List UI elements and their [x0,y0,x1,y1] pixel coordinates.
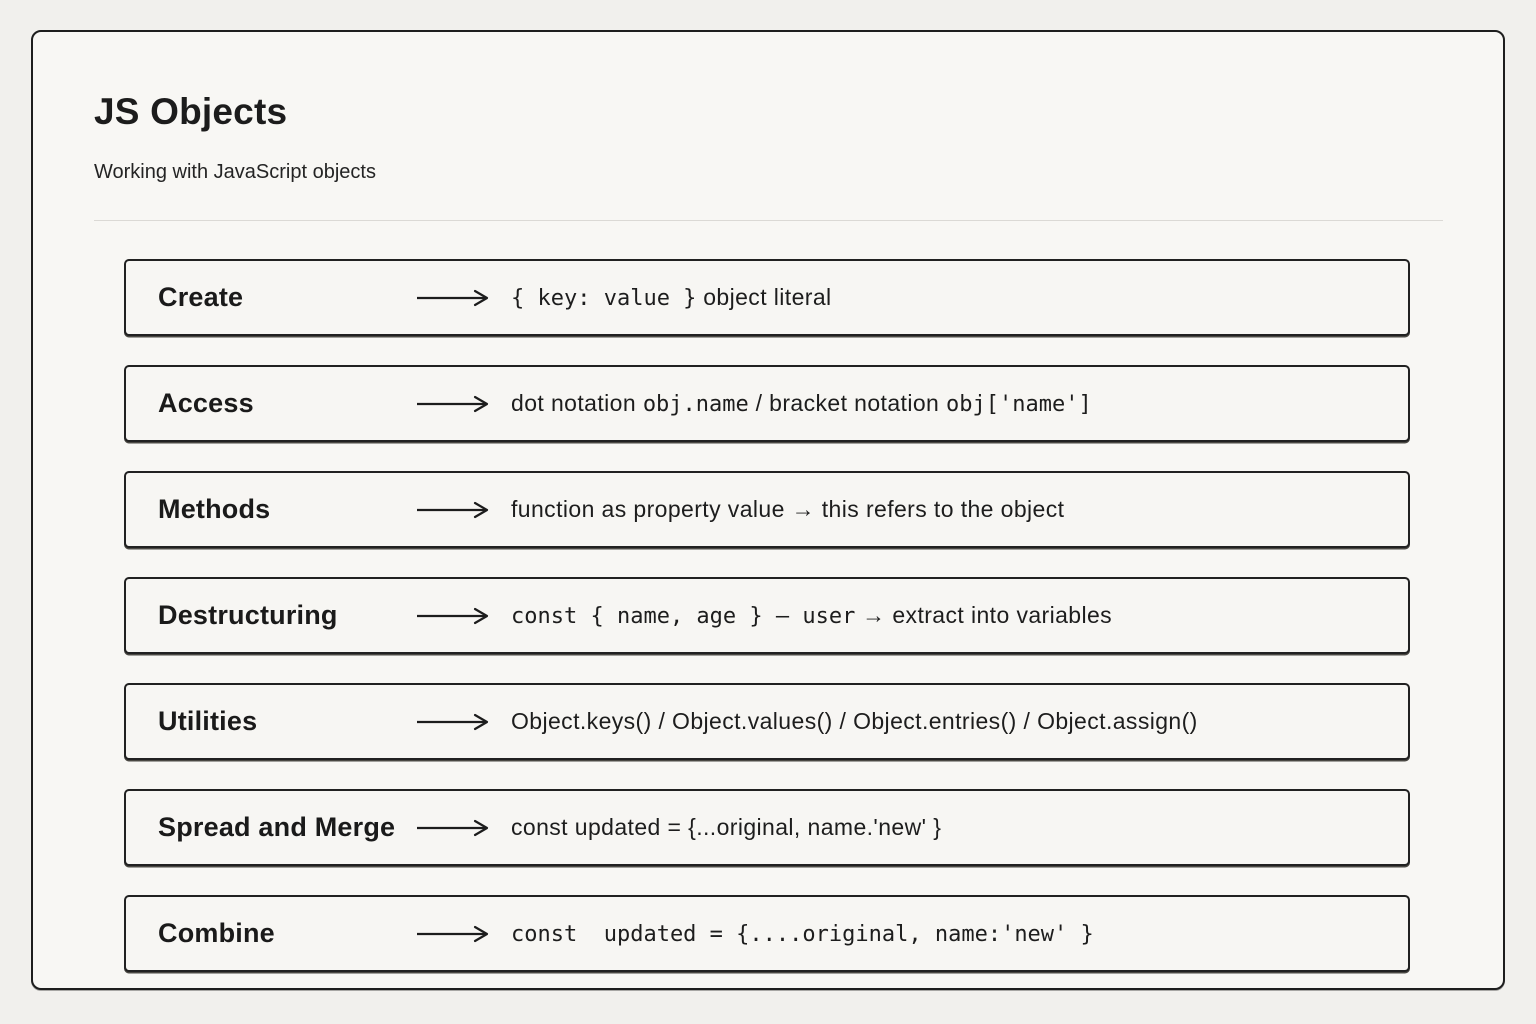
row-desc: Object.keys() / Object.values() / Object… [511,708,1198,735]
row-label: Utilities [158,706,258,736]
long-right-arrow-icon [416,501,490,519]
desc-text-segment: function as property value → this refers… [511,496,1065,522]
desc-code-segment: { key: value } [511,286,697,311]
row-label: Access [158,388,254,418]
desc-code-segment: const { name, age } – user [511,604,856,629]
desc-text-segment: → extract into variables [855,602,1113,628]
long-right-arrow-icon [416,713,490,731]
desc-text-segment: Object.keys() / Object.values() / Object… [511,708,1198,734]
long-right-arrow-icon [416,395,490,413]
long-right-arrow-icon [416,925,490,943]
row-label: Spread and Merge [158,812,396,842]
row-utilities: Utilities Object.keys() / Object.values(… [124,683,1410,760]
desc-text-segment: const updated = {...original, name.'new'… [511,814,942,840]
card-content: JS Objects Working with JavaScript objec… [33,32,1503,972]
row-desc: const updated = {....original, name:'new… [511,920,1094,947]
row-create: Create { key: value } object literal [124,259,1410,336]
js-objects-card: JS Objects Working with JavaScript objec… [31,30,1505,990]
row-access: Access dot notation obj.name / bracket n… [124,365,1410,442]
row-desc: { key: value } object literal [511,284,832,311]
rows-list: Create { key: value } object literal Acc… [94,259,1443,972]
desc-code-segment: const updated = {....original, name:'new… [511,922,1094,947]
long-right-arrow-icon [416,819,490,837]
row-destructuring: Destructuring const { name, age } – user… [124,577,1410,654]
row-label: Create [158,282,244,312]
row-methods: Methods function as property value → thi… [124,471,1410,548]
desc-code-segment: obj.name [642,392,749,417]
long-right-arrow-icon [416,289,490,307]
row-desc: function as property value → this refers… [511,496,1064,523]
page-title: JS Objects [94,91,288,132]
desc-text-segment: object literal [696,284,832,310]
desc-code-segment: obj['name'] [946,392,1092,417]
desc-text-segment: dot notation [511,390,643,416]
row-desc: const updated = {...original, name.'new'… [511,814,941,841]
row-label: Methods [158,494,271,524]
divider [94,220,1443,221]
row-spread-and-merge: Spread and Merge const updated = {...ori… [124,789,1410,866]
long-right-arrow-icon [416,607,490,625]
row-label: Combine [158,918,275,948]
row-label: Destructuring [158,600,338,630]
row-desc: const { name, age } – user → extract int… [511,602,1112,629]
row-desc: dot notation obj.name / bracket notation… [511,390,1092,417]
page-subtitle: Working with JavaScript objects [94,161,376,183]
desc-text-segment: / bracket notation [748,390,947,416]
row-combine: Combine const updated = {....original, n… [124,895,1410,972]
